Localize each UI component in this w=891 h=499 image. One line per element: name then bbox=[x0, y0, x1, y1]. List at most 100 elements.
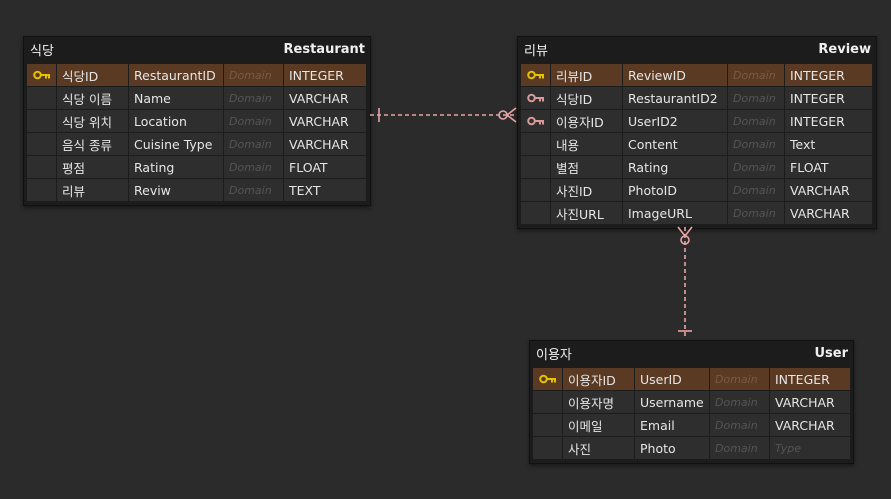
attribute-logical-name[interactable]: 별점 bbox=[551, 156, 622, 178]
attribute-logical-name[interactable]: 이용자명 bbox=[563, 391, 634, 413]
attribute-physical-name[interactable]: Username bbox=[635, 391, 709, 413]
attribute-type[interactable]: INTEGER bbox=[284, 64, 366, 86]
attribute-logical-name[interactable]: 식당 위치 bbox=[57, 110, 128, 132]
attribute-domain[interactable]: Domain bbox=[710, 437, 769, 459]
entity-logical-name: 리뷰 bbox=[524, 43, 548, 59]
attribute-type[interactable]: VARCHAR bbox=[785, 202, 872, 224]
entity-header[interactable]: 식당 Restaurant bbox=[24, 37, 370, 61]
entity-header[interactable]: 이용자 User bbox=[530, 341, 853, 365]
attribute-domain[interactable]: Domain bbox=[224, 64, 283, 86]
attribute-physical-name[interactable]: Content bbox=[623, 133, 727, 155]
attribute-physical-name[interactable]: Rating bbox=[623, 156, 727, 178]
attribute-domain[interactable]: Domain bbox=[224, 179, 283, 201]
attribute-logical-name[interactable]: 사진URL bbox=[551, 202, 622, 224]
attribute-logical-name[interactable]: 이용자ID bbox=[551, 110, 622, 132]
attribute-domain[interactable]: Domain bbox=[728, 64, 784, 86]
attribute-type[interactable]: VARCHAR bbox=[284, 110, 366, 132]
attribute-domain[interactable]: Domain bbox=[224, 87, 283, 109]
relationship-restaurant-review[interactable] bbox=[370, 107, 517, 123]
attribute-domain[interactable]: Domain bbox=[710, 414, 769, 436]
attribute-type[interactable]: INTEGER bbox=[785, 110, 872, 132]
key-cell bbox=[533, 368, 562, 390]
attribute-domain[interactable]: Domain bbox=[224, 110, 283, 132]
foreign-key-icon bbox=[526, 93, 545, 103]
attribute-type[interactable]: INTEGER bbox=[785, 64, 872, 86]
attribute-physical-name[interactable]: UserID bbox=[635, 368, 709, 390]
attribute-logical-name[interactable]: 식당ID bbox=[57, 64, 128, 86]
attribute-logical-name[interactable]: 사진ID bbox=[551, 179, 622, 201]
attribute-physical-name[interactable]: Name bbox=[129, 87, 223, 109]
attribute-type[interactable]: Type bbox=[770, 437, 850, 459]
attribute-logical-name[interactable]: 음식 종류 bbox=[57, 133, 128, 155]
attribute-logical-name[interactable]: 이용자ID bbox=[563, 368, 634, 390]
attribute-type[interactable]: TEXT bbox=[284, 179, 366, 201]
attribute-logical-name[interactable]: 리뷰 bbox=[57, 179, 128, 201]
attribute-type[interactable]: INTEGER bbox=[785, 87, 872, 109]
attribute-domain[interactable]: Domain bbox=[728, 179, 784, 201]
attribute-logical-name[interactable]: 평점 bbox=[57, 156, 128, 178]
attribute-domain[interactable]: Domain bbox=[728, 87, 784, 109]
attribute-domain[interactable]: Domain bbox=[710, 391, 769, 413]
attribute-domain[interactable]: Domain bbox=[224, 156, 283, 178]
key-cell bbox=[521, 87, 550, 109]
attribute-domain[interactable]: Domain bbox=[224, 133, 283, 155]
attribute-logical-name[interactable]: 리뷰ID bbox=[551, 64, 622, 86]
attribute-logical-name[interactable]: 식당ID bbox=[551, 87, 622, 109]
attribute-type[interactable]: Text bbox=[785, 133, 872, 155]
attribute-physical-name[interactable]: Rating bbox=[129, 156, 223, 178]
entity-header[interactable]: 리뷰 Review bbox=[518, 37, 876, 61]
attribute-logical-name[interactable]: 이메일 bbox=[563, 414, 634, 436]
attribute-logical-name[interactable]: 식당 이름 bbox=[57, 87, 128, 109]
attribute-type[interactable]: FLOAT bbox=[284, 156, 366, 178]
attribute-domain[interactable]: Domain bbox=[728, 156, 784, 178]
attribute-type[interactable]: VARCHAR bbox=[284, 87, 366, 109]
attribute-type[interactable]: VARCHAR bbox=[770, 391, 850, 413]
attribute-domain[interactable]: Domain bbox=[728, 202, 784, 224]
attribute-physical-name[interactable]: Email bbox=[635, 414, 709, 436]
attribute-type[interactable]: FLOAT bbox=[785, 156, 872, 178]
attribute-type[interactable]: VARCHAR bbox=[785, 179, 872, 201]
attribute-domain[interactable]: Domain bbox=[728, 110, 784, 132]
attribute-physical-name[interactable]: ReviewID bbox=[623, 64, 727, 86]
attribute-physical-name[interactable]: UserID2 bbox=[623, 110, 727, 132]
attribute-physical-name[interactable]: Photo bbox=[635, 437, 709, 459]
attribute-type[interactable]: VARCHAR bbox=[284, 133, 366, 155]
attribute-type[interactable]: INTEGER bbox=[770, 368, 850, 390]
crow-foot-marker bbox=[506, 114, 517, 123]
attribute-physical-name[interactable]: RestaurantID bbox=[129, 64, 223, 86]
attribute-domain[interactable]: Domain bbox=[710, 368, 769, 390]
relationship-user-review[interactable] bbox=[677, 226, 693, 339]
attribute-domain[interactable]: Domain bbox=[728, 133, 784, 155]
attribute-logical-name[interactable]: 내용 bbox=[551, 133, 622, 155]
attribute-logical-name[interactable]: 사진 bbox=[563, 437, 634, 459]
attribute-physical-name[interactable]: ImageURL bbox=[623, 202, 727, 224]
attribute-physical-name[interactable]: RestaurantID2 bbox=[623, 87, 727, 109]
attribute-physical-name[interactable]: Location bbox=[129, 110, 223, 132]
attribute-physical-name[interactable]: Reviw bbox=[129, 179, 223, 201]
attribute-physical-name[interactable]: Cuisine Type bbox=[129, 133, 223, 155]
attribute-type[interactable]: VARCHAR bbox=[770, 414, 850, 436]
attribute-physical-name[interactable]: PhotoID bbox=[623, 179, 727, 201]
